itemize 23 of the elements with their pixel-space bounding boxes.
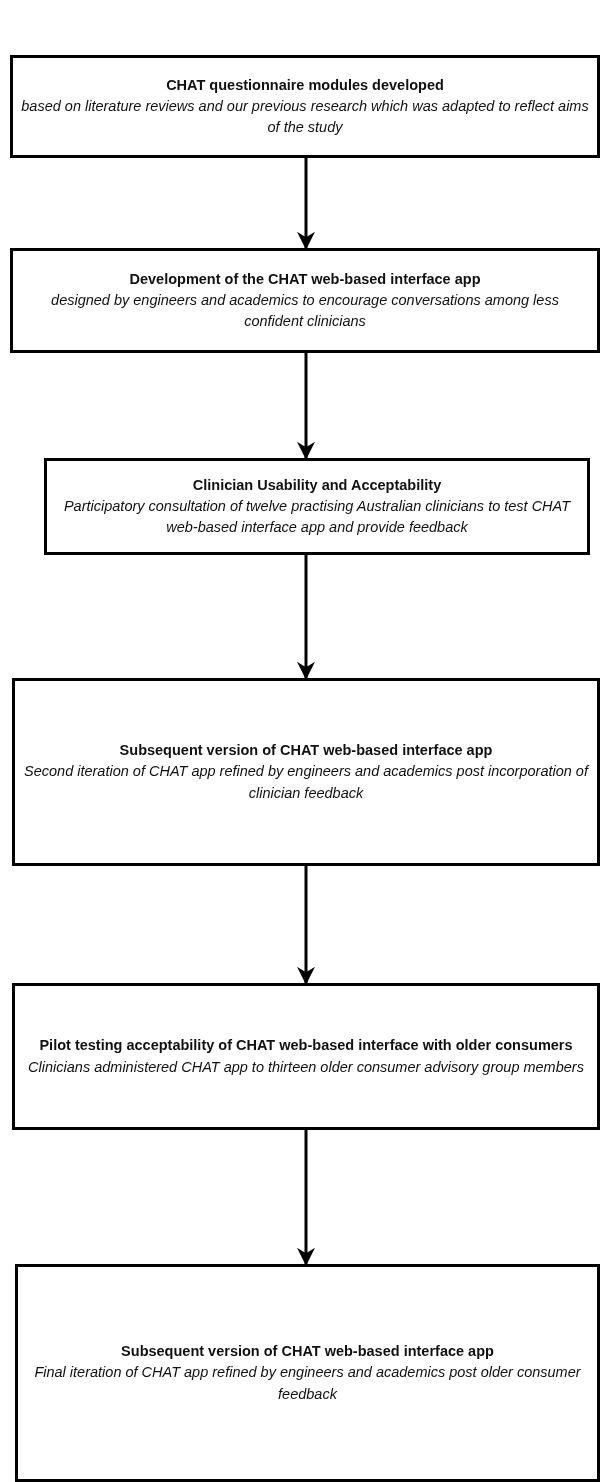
arrow bbox=[297, 1130, 315, 1266]
process-box bbox=[12, 983, 600, 1130]
arrow bbox=[297, 866, 315, 985]
box-heading: Clinician Usability and Acceptability bbox=[192, 475, 442, 495]
process-box bbox=[10, 248, 600, 353]
box-heading: CHAT questionnaire modules developed bbox=[166, 75, 444, 95]
arrow bbox=[297, 555, 315, 680]
box-description: Clinicians administered CHAT app to thirteen older consumer advisory group members bbox=[28, 1057, 584, 1077]
process-box bbox=[10, 55, 600, 158]
arrow bbox=[297, 158, 315, 250]
process-box bbox=[44, 458, 590, 555]
box-heading: Development of the CHAT web-based interface app bbox=[129, 269, 481, 289]
box-description: designed by engineers and academics to encourage conversations among less confident clinicians bbox=[50, 291, 560, 331]
arrow bbox=[297, 353, 315, 460]
process-box bbox=[12, 678, 600, 866]
box-description: Final iteration of CHAT app refined by engineers and academics post older consumer feedback bbox=[33, 1363, 582, 1404]
box-description: Second iteration of CHAT app refined by engineers and academics post incorporation of clinician feedback bbox=[23, 762, 589, 803]
process-box bbox=[15, 1264, 600, 1482]
box-heading: Subsequent version of CHAT web-based interface app bbox=[121, 1342, 494, 1362]
box-description: based on literature reviews and our previous research which was adapted to reflect aims of the study bbox=[21, 97, 589, 137]
box-heading: Pilot testing acceptability of CHAT web-based interface with older consumers bbox=[39, 1036, 573, 1056]
box-description: Participatory consultation of twelve practising Australian clinicians to test CHAT web-based interface app and provide feedback bbox=[62, 497, 572, 537]
box-heading: Subsequent version of CHAT web-based interface app bbox=[119, 741, 493, 761]
